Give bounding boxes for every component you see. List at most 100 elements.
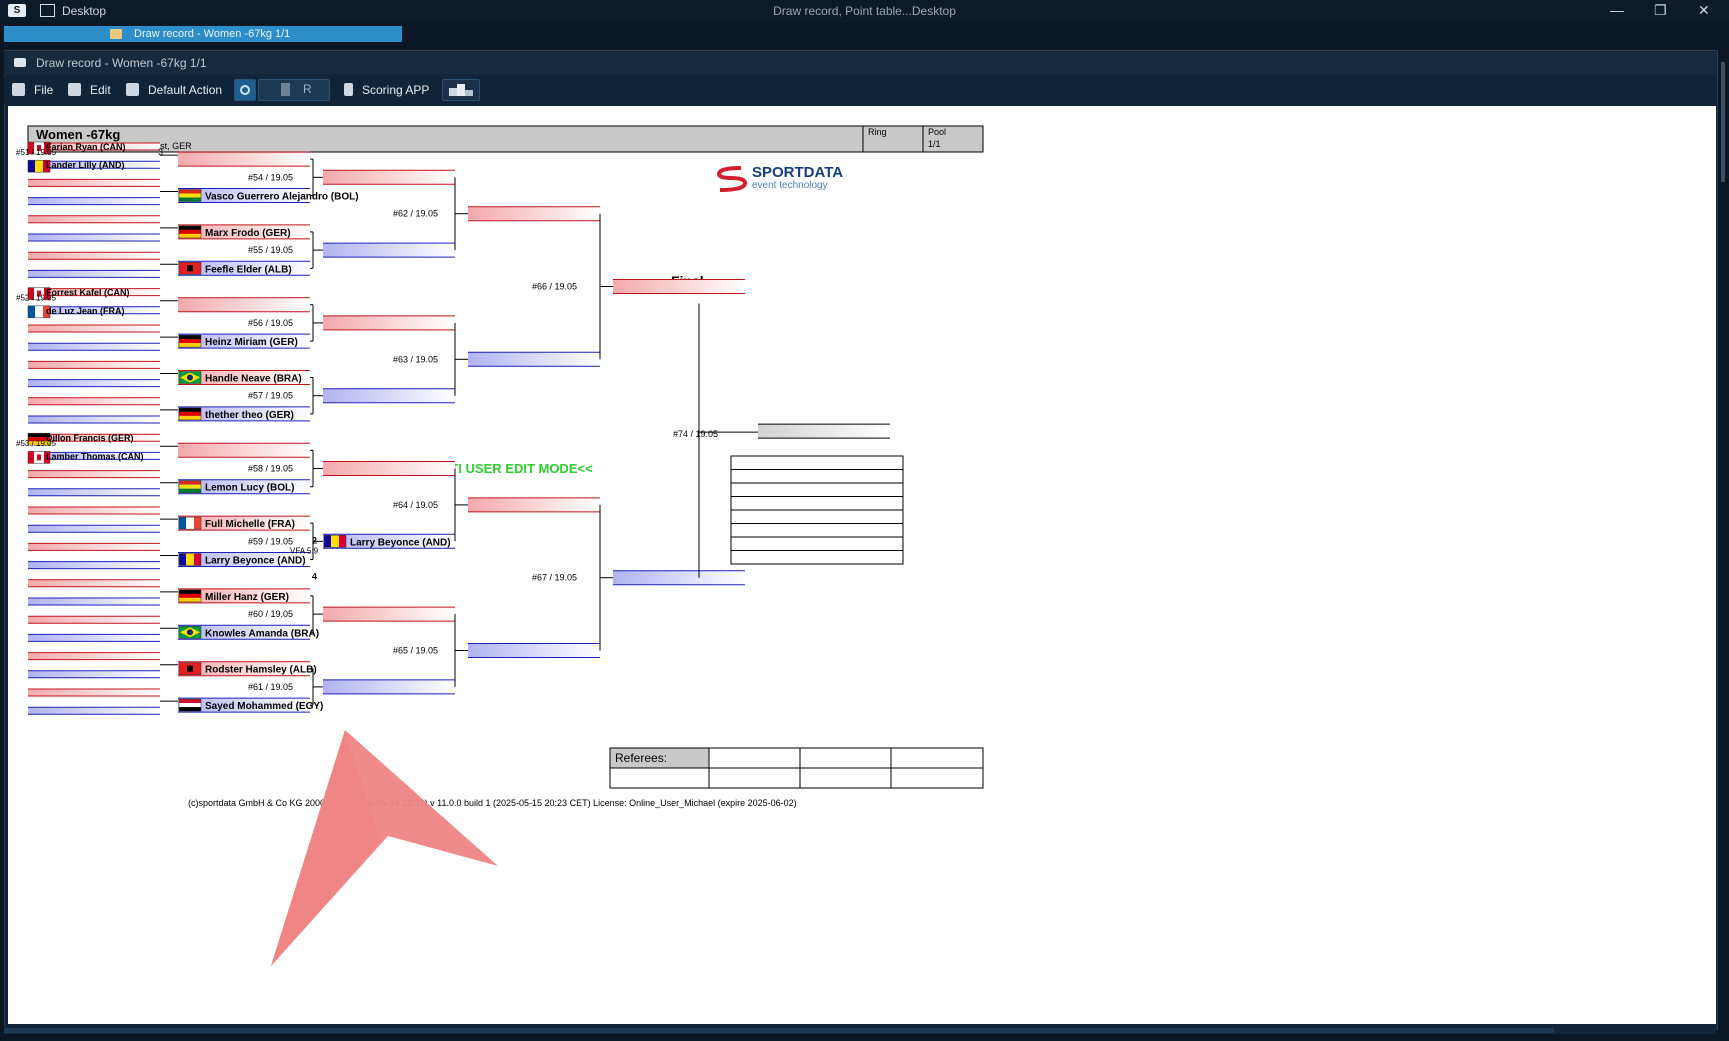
window-title: Draw record, Point table...Desktop	[773, 4, 956, 18]
r0-slot-22	[28, 543, 160, 551]
prelim-2-red-flag-border	[27, 432, 51, 446]
r1-5-red-flag	[178, 516, 202, 530]
prelim-2-red-flag-band2	[28, 437, 50, 442]
r1-4-match: #58 / 19.05	[248, 464, 293, 474]
r2-slot-2	[323, 315, 455, 330]
maximize-button[interactable]: ❐	[1654, 2, 1667, 18]
r1-5-blue-name: Larry Beyonce (AND)	[205, 556, 306, 567]
r1-1-blue-flag-eagle	[187, 265, 193, 272]
r1-slot-4	[178, 297, 310, 312]
prelim-2-blue-flag-border	[27, 451, 51, 464]
r1-0-blue-name: Vasco Guerrero Alejandro (BOL)	[205, 192, 359, 203]
r1-7-blue-flag	[178, 698, 202, 712]
r1-7-blue-flag-band3	[179, 707, 201, 712]
r1-5-blue-flag-border	[178, 553, 202, 566]
r1-5-blue-flag-band3	[194, 553, 201, 566]
action-icon	[126, 83, 139, 96]
default-action-menu[interactable]: Default Action	[126, 82, 234, 98]
prelim-1-red-flag	[27, 287, 51, 300]
r0-slot-18	[28, 470, 160, 478]
r1-3-blue-flag-band1	[179, 407, 201, 412]
r0-slot-14	[28, 397, 160, 405]
bracket-sheet: Women -67kg Knowledge Base Event, 123 te…	[16, 125, 984, 966]
r1-2-blue-flag-border	[178, 334, 202, 348]
r1-5-blue-flag	[178, 553, 202, 566]
r1-1-match: #55 / 19.05	[248, 245, 293, 255]
r1-5-note: VFA 5:9	[290, 546, 319, 555]
r1-5-blue-flag-band2	[186, 553, 194, 566]
prelim-0-match: #51 / 19.05	[16, 148, 57, 157]
sync-icon	[240, 85, 250, 95]
r1-7-blue-flag-border	[178, 698, 202, 712]
r1-1-red-name: Marx Frodo (GER)	[205, 228, 291, 239]
r1-slot-12	[178, 588, 310, 603]
r1-7-blue-name: Sayed Mohammed (EGY)	[205, 701, 323, 712]
r2-2-blue-name: Larry Beyonce (AND)	[350, 537, 451, 548]
r1-5-red-name: Full Michelle (FRA)	[205, 519, 295, 530]
brand-name: SPORTDATA	[752, 164, 843, 181]
vertical-scroll-thumb[interactable]	[1721, 62, 1725, 182]
edit-menu[interactable]: Edit	[68, 82, 118, 98]
prelim-2-blue-flag-band1	[28, 451, 34, 464]
r2-2-blue-flag-band3	[339, 535, 346, 548]
file-menu[interactable]: File	[12, 82, 62, 98]
sync-toggle[interactable]	[234, 79, 256, 101]
pointer-cursor-shape	[271, 730, 498, 966]
r1-5-score-red: 2	[312, 535, 317, 545]
r0-slot-23	[28, 561, 160, 569]
vertical-scrollbar[interactable]	[1720, 52, 1726, 1026]
r0-slot-8	[28, 288, 160, 296]
prelim-1-red-name: Forrest Kafel (CAN)	[46, 288, 130, 298]
prelim-1-blue-flag-band3	[43, 305, 50, 318]
final-match: #74 / 19.05	[673, 429, 718, 439]
pool-value: 1/1	[928, 139, 941, 149]
phone-icon	[344, 83, 353, 96]
r1-7-red-flag	[178, 662, 202, 675]
minimize-button[interactable]: —	[1610, 2, 1624, 18]
referees-label: Referees:	[615, 751, 667, 765]
r1-6-red-flag-band1	[179, 589, 201, 594]
r2-2-match: #64 / 19.05	[393, 500, 438, 510]
draw-record-canvas: Women -67kg Knowledge Base Event, 123 te…	[8, 106, 1716, 1024]
default-action-label: Default Action	[148, 83, 223, 97]
r2-slot-1	[323, 243, 455, 258]
prelim-0-blue-flag-band1	[28, 160, 35, 173]
prelim-2-match: #53 / 19.05	[16, 439, 57, 448]
os-title-bar: S Desktop Draw record, Point table...Des…	[0, 0, 1729, 22]
r1-0-blue-flag-band1	[179, 189, 201, 194]
close-button[interactable]: ✕	[1698, 2, 1710, 18]
r0-slot-21	[28, 525, 160, 533]
r1-2-blue-flag-band3	[179, 343, 201, 348]
r0-slot-17	[28, 452, 160, 460]
r0-slot-2	[28, 179, 160, 187]
r1-7-red-name: Rodster Hamsley (ALB)	[205, 665, 317, 676]
prelim-1-blue-flag-band1	[28, 305, 35, 318]
r1-5-match: #59 / 19.05	[248, 536, 293, 546]
r0-slot-20	[28, 507, 160, 514]
prelim-2-red-name: Dillon Francis (GER)	[46, 433, 134, 443]
prelim-1-blue-name: de Luz Jean (FRA)	[46, 306, 125, 316]
podium-icon-left	[449, 88, 457, 96]
r1-1-blue-name: Feefle Elder (ALB)	[205, 264, 292, 275]
r0-slot-30	[28, 689, 160, 696]
prelim-0-blue-flag-band2	[35, 160, 43, 173]
horizontal-scrollbar[interactable]	[4, 1026, 1716, 1034]
ring-select[interactable]: R	[258, 79, 330, 101]
prelim-0-score: 3	[158, 147, 163, 157]
r1-4-blue-flag	[178, 480, 202, 493]
r1-1-blue-flag-border	[178, 262, 202, 275]
r1-4-blue-flag-band1	[179, 480, 201, 485]
prelim-2-blue-flag-leaf	[37, 454, 41, 461]
bracket: Farian Ryan (CAN)Lander Lilly (AND)#51 /…	[16, 141, 890, 715]
tab-draw-record[interactable]: Draw record - Women -67kg 1/1	[4, 26, 402, 42]
r1-0-blue-flag-band3	[179, 197, 201, 202]
scoring-app-button[interactable]: Scoring APP	[344, 82, 444, 98]
r1-3-red-flag	[178, 371, 202, 384]
app-logo-icon: S	[8, 4, 26, 17]
podium-button[interactable]	[442, 79, 480, 101]
r2-slot-4	[323, 461, 455, 476]
app-title: Desktop	[62, 4, 107, 18]
horizontal-scroll-thumb[interactable]	[4, 1028, 1554, 1033]
prelim-2-red-flag-band3	[28, 441, 50, 446]
r1-slot-6	[178, 370, 310, 385]
